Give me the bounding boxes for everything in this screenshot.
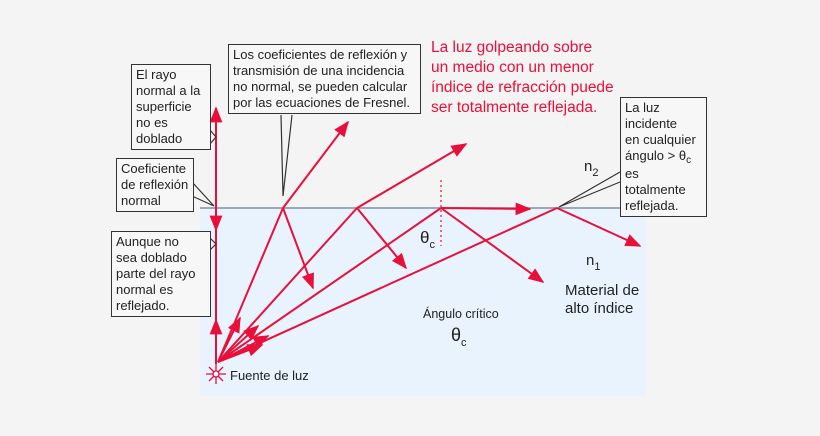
text-line: de reflexión bbox=[121, 177, 189, 192]
ray-4-incident bbox=[217, 207, 558, 363]
theta-symbol: θ bbox=[420, 228, 430, 247]
ray-2-transmitted bbox=[356, 143, 468, 209]
text-line: no es bbox=[136, 115, 168, 130]
subscript: 1 bbox=[594, 261, 601, 273]
high-index-medium bbox=[200, 208, 646, 396]
text-line: transmisión de una incidencia bbox=[233, 63, 405, 78]
ray-2-incident-arrow bbox=[217, 324, 260, 363]
callout-fresnel: Los coeficientes de reflexión y transmis… bbox=[228, 44, 421, 114]
text-line: por las ecuaciones de Fresnel. bbox=[233, 95, 411, 110]
subscript: c bbox=[429, 239, 435, 251]
ray-1-reflected bbox=[282, 207, 314, 290]
callout-pointer-fresnel bbox=[280, 114, 293, 197]
text-line: Coeficiente bbox=[121, 161, 187, 176]
light-source-icon bbox=[206, 364, 226, 384]
headline: La luz golpeando sobre un medio con un m… bbox=[431, 38, 614, 118]
theta-c-at-surface: θc bbox=[420, 228, 435, 251]
text-line: Los coeficientes de reflexión y bbox=[233, 47, 408, 62]
headline-line: índice de refracción puede bbox=[431, 79, 614, 96]
text-line: es totalmente bbox=[625, 166, 686, 197]
theta-symbol: θ bbox=[451, 325, 462, 345]
subscript: c bbox=[461, 337, 467, 349]
callout-normal-coefficient: Coeficiente de reflexión normal bbox=[116, 158, 194, 212]
callout-pointer-normal-ray bbox=[209, 129, 217, 145]
text-part: ángulo > θ bbox=[625, 148, 687, 163]
text-line: doblado bbox=[136, 131, 183, 146]
text-line: Material de bbox=[565, 282, 640, 299]
text-line: parte del rayo bbox=[116, 266, 196, 281]
n2-label: n2 bbox=[584, 158, 598, 179]
text-line: en cualquier bbox=[625, 132, 696, 147]
text-line: reflejada. bbox=[625, 198, 679, 213]
callout-normal-ray: El rayo normal a la superficie no es dob… bbox=[131, 64, 211, 150]
callout-pointer-coefficient bbox=[191, 181, 215, 207]
text-line: normal es bbox=[116, 282, 174, 297]
text-line: alto índice bbox=[565, 300, 634, 317]
ray-3-grazing bbox=[440, 202, 532, 216]
text-line: La luz bbox=[625, 100, 660, 115]
text-line: normal bbox=[121, 193, 161, 208]
text-line: no normal, se pueden calcular bbox=[233, 79, 408, 94]
subscript: c bbox=[686, 155, 692, 166]
critical-angle-label: Ángulo crítico bbox=[423, 307, 499, 321]
text-line: Aunque no bbox=[116, 234, 179, 249]
headline-line: ser totalmente reflejada. bbox=[431, 99, 598, 116]
text-line: reflejado. bbox=[116, 298, 170, 313]
n-symbol: n bbox=[584, 158, 593, 175]
critical-angle-symbol: θc bbox=[451, 325, 467, 349]
ray-1-incident-arrow bbox=[217, 316, 241, 363]
text-line: ángulo > θc bbox=[625, 148, 702, 166]
material-label: Material de alto índice bbox=[565, 282, 639, 318]
n1-label: n1 bbox=[586, 252, 600, 273]
text-line: superficie bbox=[136, 99, 192, 114]
light-source-label: Fuente de luz bbox=[230, 368, 309, 383]
text-line: normal a la bbox=[136, 83, 201, 98]
callout-not-bent: Aunque no sea doblado parte del rayo nor… bbox=[111, 231, 211, 317]
headline-line: un medio con un menor bbox=[431, 59, 594, 76]
text-line: incidente bbox=[625, 116, 678, 131]
subscript: 2 bbox=[592, 167, 599, 179]
ray-4-incident-arrow bbox=[217, 344, 264, 363]
ray-2-incident bbox=[217, 207, 358, 363]
ray-1-transmitted bbox=[282, 120, 349, 209]
headline-line: La luz golpeando sobre bbox=[431, 39, 593, 56]
n-symbol: n bbox=[586, 252, 595, 269]
text-line: El rayo bbox=[136, 67, 177, 82]
ray-1-incident bbox=[217, 207, 284, 363]
ray-3-reflected bbox=[440, 207, 545, 283]
callout-pointer-total bbox=[558, 171, 621, 208]
callout-total-reflection: La luz incidente en cualquier ángulo > θ… bbox=[620, 97, 707, 217]
ray-2-reflected bbox=[356, 207, 408, 270]
callout-pointer-not-bent bbox=[209, 237, 217, 251]
text-line: sea doblado bbox=[116, 250, 187, 265]
ray-4-reflected bbox=[556, 207, 642, 247]
